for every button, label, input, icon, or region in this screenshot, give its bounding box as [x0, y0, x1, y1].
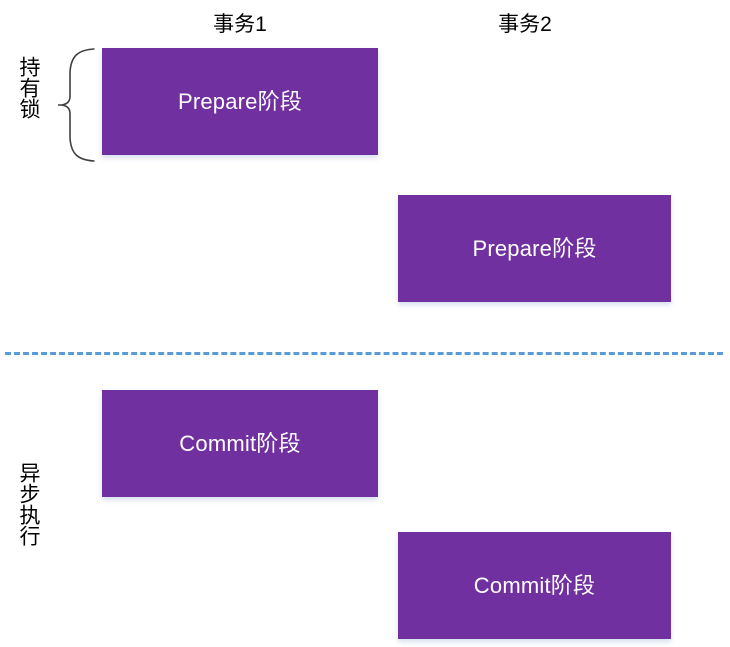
curly-brace-icon	[57, 46, 98, 164]
phase-box-label: Commit阶段	[473, 572, 596, 598]
phase-box-label: Prepare阶段	[472, 235, 597, 261]
phase-box-transaction-2-prepare[interactable]: Prepare阶段	[398, 195, 671, 302]
column-header-transaction-1: 事务1	[213, 13, 267, 36]
column-header-transaction-2: 事务2	[498, 13, 552, 36]
phase-box-transaction-1-commit[interactable]: Commit阶段	[102, 390, 378, 497]
phase-box-transaction-2-commit[interactable]: Commit阶段	[398, 532, 671, 639]
dashed-divider	[5, 352, 723, 355]
phase-box-label: Prepare阶段	[177, 88, 303, 114]
phase-box-label: Commit阶段	[179, 430, 301, 456]
side-label-holding-lock: 持有锁	[17, 56, 40, 119]
phase-box-transaction-1-prepare[interactable]: Prepare阶段	[102, 48, 378, 155]
side-label-async-execution: 异步执行	[17, 462, 40, 546]
